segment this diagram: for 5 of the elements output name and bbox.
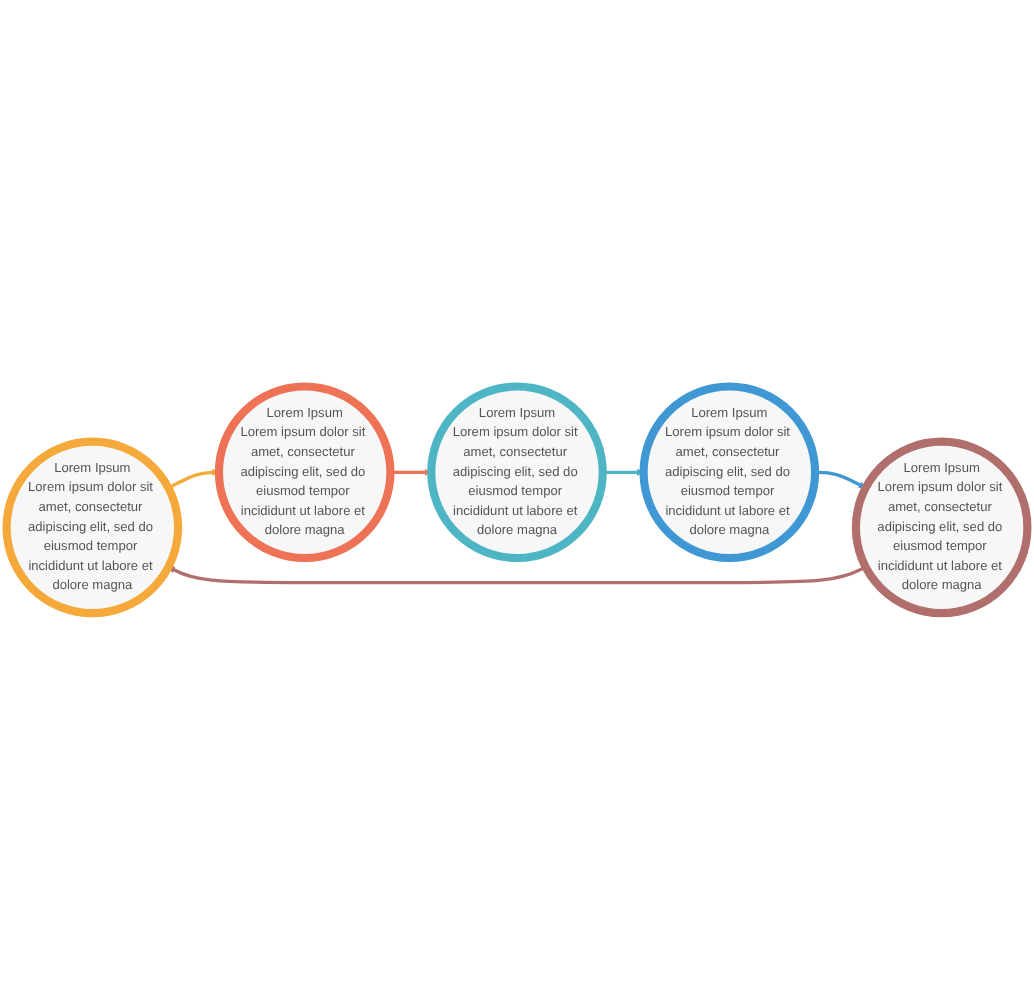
arrow xyxy=(168,565,867,585)
arrow xyxy=(390,468,432,477)
arrow xyxy=(602,468,644,477)
arrow xyxy=(815,470,866,489)
arrow xyxy=(167,468,220,490)
